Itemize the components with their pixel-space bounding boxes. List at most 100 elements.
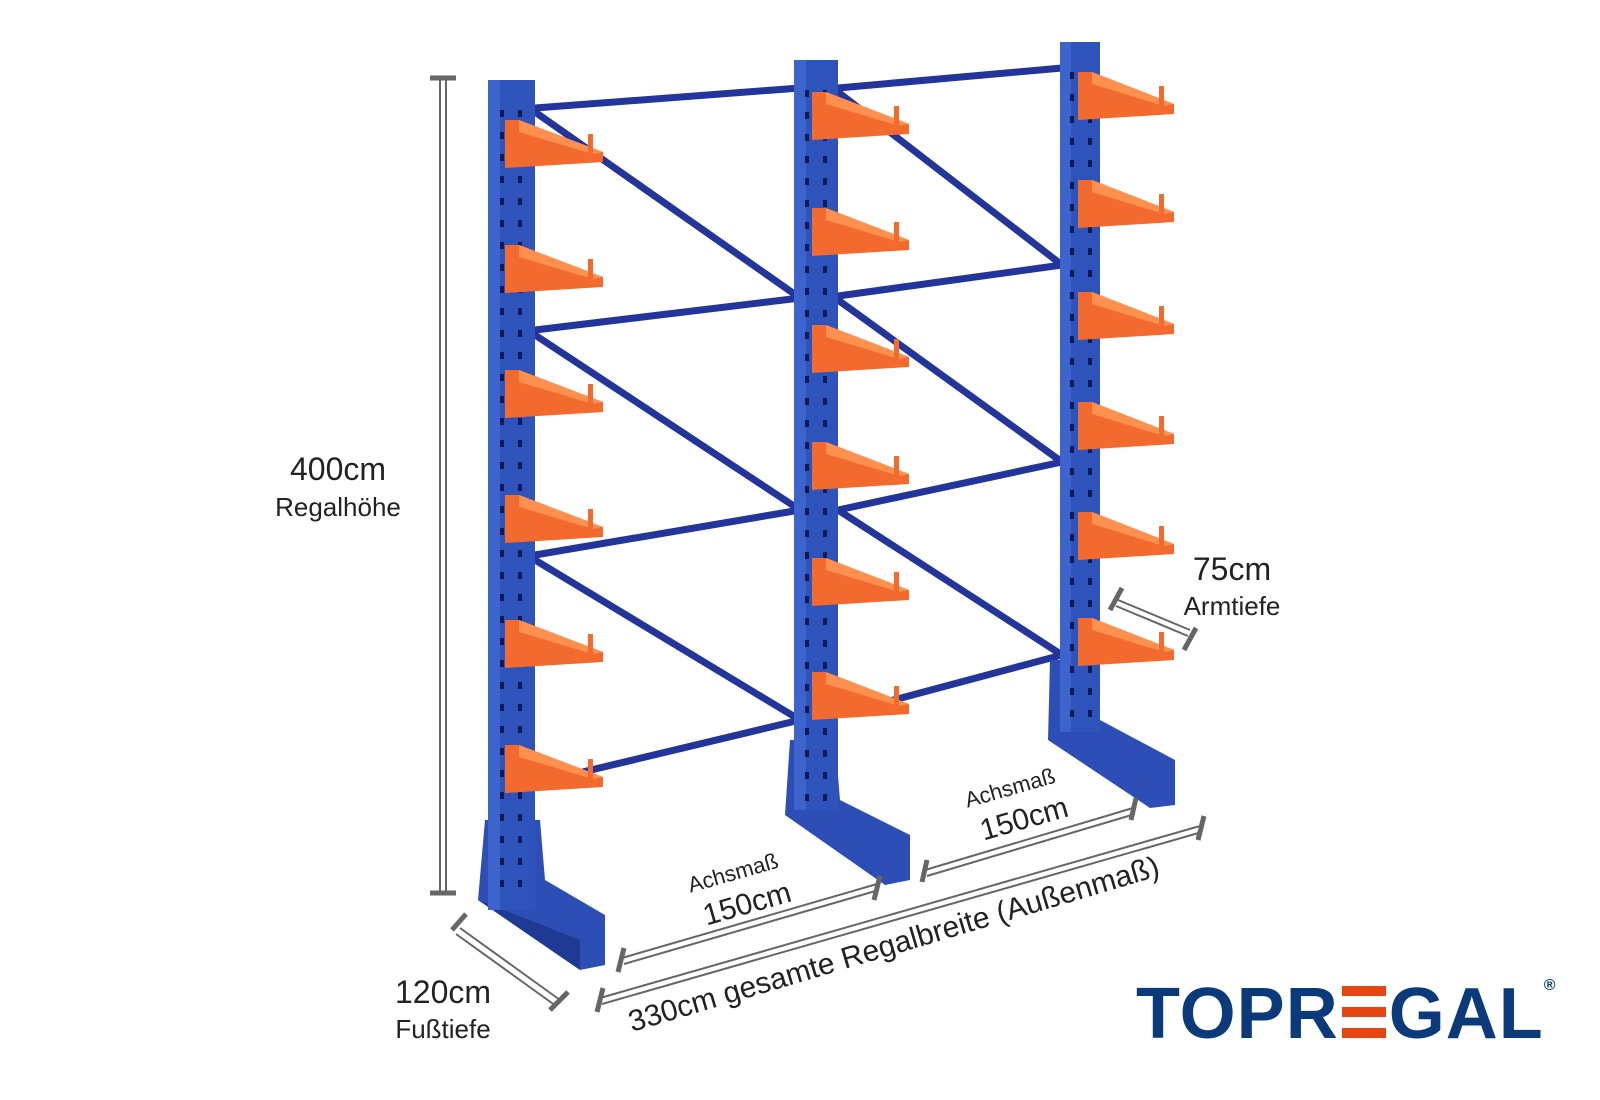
- hole: [823, 310, 827, 317]
- hole: [518, 594, 522, 601]
- arm-end-stop: [588, 384, 593, 404]
- hole: [500, 682, 504, 689]
- hole: [1070, 512, 1074, 519]
- height-value: 400cm: [290, 451, 386, 487]
- arm-end-stop: [1159, 632, 1164, 652]
- hole: [1070, 160, 1074, 167]
- hole: [805, 618, 809, 625]
- hole: [500, 836, 504, 843]
- hole: [823, 420, 827, 427]
- hole: [518, 704, 522, 711]
- hole: [1088, 116, 1092, 123]
- hole: [500, 418, 504, 425]
- arm-top-face: [826, 208, 909, 242]
- hole: [1070, 666, 1074, 673]
- arm-end-stop: [894, 572, 899, 592]
- hole: [1070, 138, 1074, 145]
- hole: [500, 726, 504, 733]
- hole: [1088, 380, 1092, 387]
- hole: [1070, 688, 1074, 695]
- hole: [500, 704, 504, 711]
- arm-top-face: [826, 92, 909, 126]
- dimension-axis-2: Achsmaß 150cm: [962, 763, 1072, 847]
- hole: [823, 750, 827, 757]
- hole: [518, 550, 522, 557]
- hole: [518, 198, 522, 205]
- hole: [805, 420, 809, 427]
- hole: [500, 308, 504, 315]
- hole: [1070, 600, 1074, 607]
- height-label: Regalhöhe: [275, 492, 401, 522]
- hole: [518, 572, 522, 579]
- arm-top-face: [519, 495, 603, 529]
- brace-bar: [834, 64, 1066, 92]
- hole: [518, 484, 522, 491]
- dimension-arm-depth: 75cm Armtiefe: [1184, 551, 1281, 621]
- hole: [1070, 182, 1074, 189]
- hole: [1070, 644, 1074, 651]
- hole: [1088, 446, 1092, 453]
- hole: [518, 418, 522, 425]
- hole: [805, 442, 809, 449]
- hole: [1070, 72, 1074, 79]
- hole: [805, 772, 809, 779]
- brace-bar: [834, 296, 1066, 466]
- hole: [500, 242, 504, 249]
- hole: [805, 706, 809, 713]
- hole: [1070, 380, 1074, 387]
- hole: [1070, 226, 1074, 233]
- hole: [823, 200, 827, 207]
- hole: [500, 132, 504, 139]
- hole: [805, 662, 809, 669]
- hole: [1070, 314, 1074, 321]
- arm-end-stop: [894, 686, 899, 706]
- arm-top-face: [1092, 72, 1174, 106]
- hole: [823, 772, 827, 779]
- hole: [500, 638, 504, 645]
- arm-top-face: [519, 120, 603, 154]
- hole: [805, 486, 809, 493]
- logo-e-stripes: [1341, 986, 1386, 1038]
- hole: [823, 662, 827, 669]
- hole: [518, 836, 522, 843]
- hole: [1070, 94, 1074, 101]
- hole: [823, 178, 827, 185]
- bracing-bars: [531, 64, 1066, 779]
- arm-end-stop: [894, 222, 899, 242]
- brace-bar: [531, 556, 804, 724]
- hole: [500, 550, 504, 557]
- hole: [823, 288, 827, 295]
- hole: [1088, 600, 1092, 607]
- hole: [1070, 446, 1074, 453]
- hole: [1070, 424, 1074, 431]
- hole: [823, 486, 827, 493]
- arm-end-stop: [1159, 86, 1164, 106]
- arm-end-stop: [588, 259, 593, 279]
- hole: [805, 200, 809, 207]
- hole: [500, 110, 504, 117]
- brace-bar: [531, 331, 804, 514]
- hole: [518, 352, 522, 359]
- hole: [1088, 336, 1092, 343]
- hole: [805, 90, 809, 97]
- brace-bar: [531, 506, 804, 559]
- hole: [1088, 710, 1092, 717]
- hole: [500, 484, 504, 491]
- hole: [500, 286, 504, 293]
- registered-mark: ®: [1543, 977, 1557, 994]
- hole: [1088, 666, 1092, 673]
- hole: [805, 398, 809, 405]
- hole: [518, 176, 522, 183]
- arm-end-stop: [1159, 526, 1164, 546]
- hole: [500, 330, 504, 337]
- hole: [518, 814, 522, 821]
- hole: [518, 110, 522, 117]
- hole: [823, 728, 827, 735]
- hole: [500, 594, 504, 601]
- arm-top-face: [826, 442, 909, 476]
- hole: [518, 440, 522, 447]
- arm-end-stop: [894, 106, 899, 126]
- hole: [823, 794, 827, 801]
